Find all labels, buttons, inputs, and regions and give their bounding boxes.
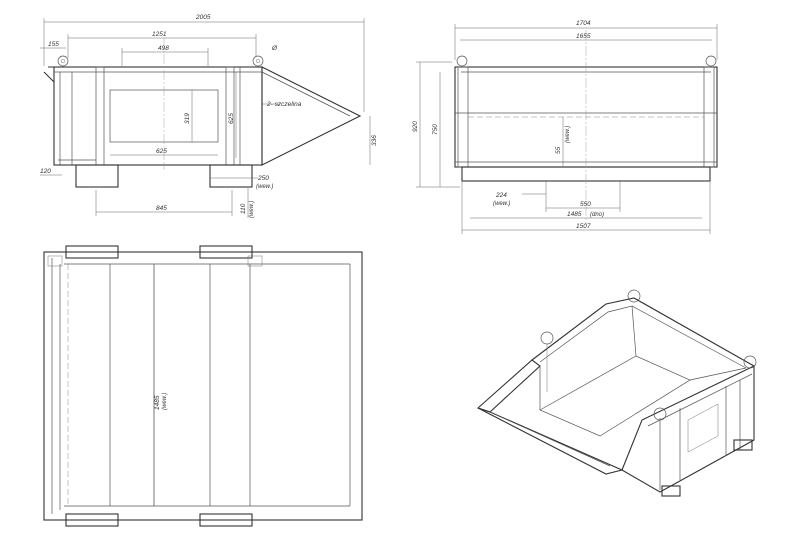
side-pour-lip [261, 66, 362, 166]
top-eye-top [247, 255, 263, 267]
iso-front-wall [621, 365, 755, 493]
iso-lift-eye-1 [540, 331, 554, 345]
side-lift-hole-left [60, 58, 66, 64]
iso-foot-right [733, 439, 753, 451]
dim-note-1485: (dno) [590, 212, 604, 218]
iso-foot-left [661, 485, 681, 497]
dim-text-1251: 1251 [152, 31, 167, 38]
front-post-left [457, 66, 469, 168]
dim-text-319: 319 [184, 113, 191, 124]
dim-text-845: 845 [156, 205, 167, 212]
dim-text-550: 550 [580, 201, 591, 208]
dim-text-1655: 1655 [576, 33, 591, 40]
dim-text-498: 498 [158, 45, 169, 52]
dim-text-224: 224 [495, 192, 507, 199]
top-pad-top-right [199, 245, 253, 259]
side-foot-left [75, 164, 119, 188]
top-view: 1485 (wew.) [43, 245, 363, 527]
dim-text-155: 155 [48, 41, 59, 48]
dim-text-625-horizontal: 625 [156, 148, 167, 155]
front-lift-eye-left [456, 55, 468, 67]
dim-note-224: (wew.) [493, 201, 510, 207]
dim-text-625-vertical: 625 [228, 113, 235, 124]
iso-left-slope [476, 359, 541, 413]
slot-note: 2- szczelina [266, 101, 302, 108]
dim-text-2005: 2005 [195, 14, 211, 21]
dim-text-55: 55 [555, 146, 562, 154]
top-pad-top-left [65, 245, 119, 259]
dim-note-250: (wew.) [256, 184, 273, 190]
side-lip-inner [261, 71, 351, 117]
dim-text-1704: 1704 [576, 20, 591, 27]
side-lift-eye-left [57, 55, 69, 67]
iso-lip-inner [489, 411, 611, 467]
dim-text-750: 750 [432, 124, 439, 135]
side-left-slope [43, 71, 55, 83]
iso-back-corner [631, 305, 637, 357]
top-pad-bottom-right [199, 513, 253, 527]
dim-text-250: 250 [257, 175, 269, 182]
top-outline [43, 251, 363, 521]
iso-lift-eye-3 [743, 355, 757, 369]
iso-lift-eye-4 [653, 407, 667, 421]
isometric-view [476, 289, 757, 497]
dim-text-120: 120 [40, 168, 51, 175]
side-foot-right [209, 164, 253, 188]
iso-top-rim [531, 297, 755, 367]
hole-symbol: Ø [271, 45, 278, 52]
dim-note-110: (wew.) [249, 201, 255, 218]
top-pad-bottom-left [65, 513, 119, 527]
dim-text-110: 110 [240, 203, 247, 214]
front-view: 1704 1655 920 750 55 (wew.) 224 (wew.) 5… [412, 20, 718, 234]
iso-front-rim [647, 373, 753, 427]
iso-window [687, 403, 719, 453]
side-lift-hole-right [255, 58, 261, 64]
front-lift-eye-right [705, 55, 717, 67]
side-lift-eye-right [252, 55, 264, 67]
iso-right-corner [689, 367, 747, 381]
dim-text-1507: 1507 [576, 223, 591, 230]
dim-text-336: 336 [371, 135, 378, 146]
iso-top-rim-inner [539, 305, 747, 369]
dim-text-920: 920 [412, 121, 419, 132]
dim-text-1485: 1485 [567, 211, 582, 218]
dim-note-55: (wew.) [565, 126, 571, 143]
top-eye-top-left [47, 255, 63, 267]
iso-pour-lip [477, 407, 624, 475]
dim-note-top-1485: (wew.) [162, 393, 168, 410]
side-post-1 [95, 66, 105, 166]
front-post-right [703, 66, 715, 168]
side-view: 2005 1251 498 155 Ø 319 625 625 120 250 … [40, 14, 378, 218]
dim-text-top-1485: 1485 [154, 395, 161, 410]
iso-floor [539, 355, 691, 437]
iso-lift-eye-2 [627, 289, 641, 303]
